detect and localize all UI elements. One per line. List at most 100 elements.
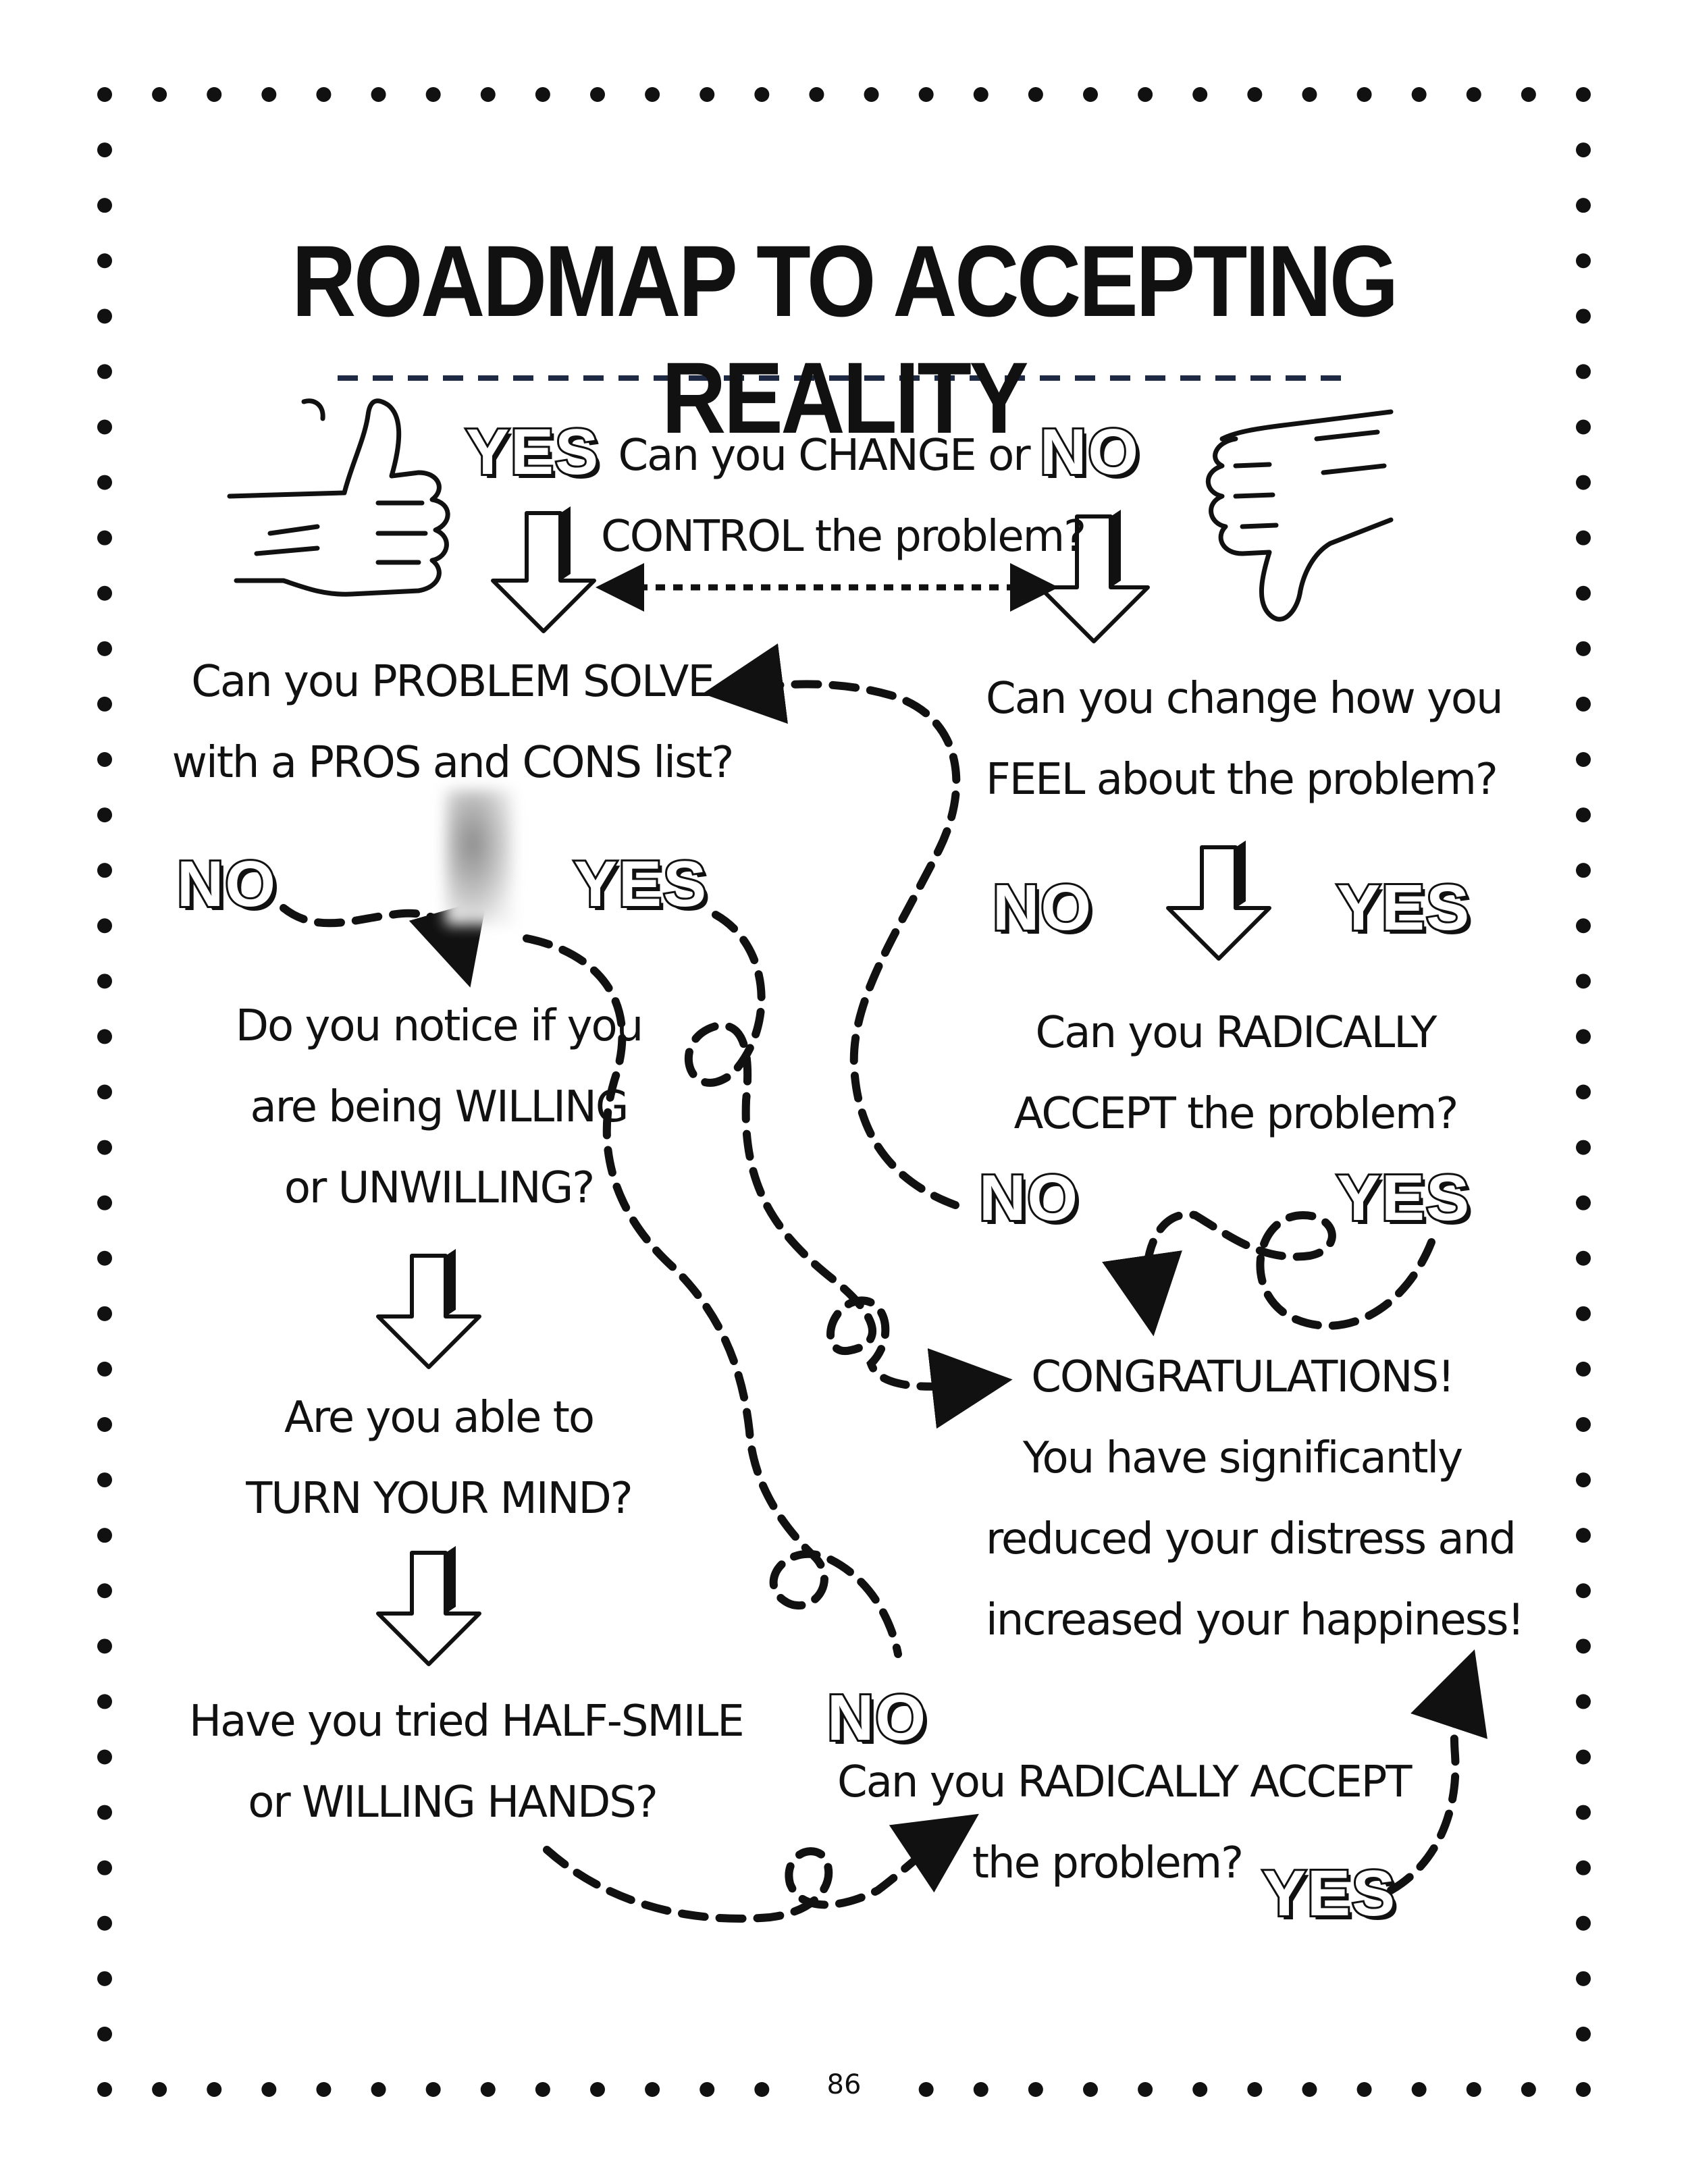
border-dot xyxy=(973,87,988,102)
label-no-radically-accept: NO xyxy=(977,1160,1080,1236)
dotted-border xyxy=(97,87,1591,2097)
border-dot xyxy=(1576,863,1591,878)
border-dot xyxy=(97,142,112,158)
border-dot xyxy=(1576,1084,1591,1100)
border-dot xyxy=(97,253,112,269)
border-dot xyxy=(1576,1472,1591,1488)
border-dot xyxy=(1028,2082,1043,2097)
redacted-smudge xyxy=(446,790,513,925)
border-dot xyxy=(1576,1195,1591,1210)
border-dot xyxy=(1466,2082,1481,2097)
border-dot xyxy=(97,1639,112,1654)
border-dot xyxy=(97,2026,112,2042)
border-dot xyxy=(1083,2082,1098,2097)
border-dot xyxy=(261,2082,277,2097)
border-dot xyxy=(645,87,660,102)
border-dot xyxy=(316,87,332,102)
border-dot xyxy=(1576,807,1591,823)
border-dot xyxy=(1356,2082,1372,2097)
border-dot xyxy=(480,87,496,102)
border-dot xyxy=(1521,87,1536,102)
border-dot xyxy=(97,1250,112,1266)
border-dot xyxy=(918,2082,934,2097)
border-dot xyxy=(754,87,770,102)
border-dot xyxy=(1576,1971,1591,1986)
border-dot xyxy=(1576,198,1591,213)
border-dot xyxy=(1576,419,1591,435)
label-yes-feel: YES xyxy=(1335,870,1471,946)
border-dot xyxy=(973,2082,988,2097)
down-arrow-yes xyxy=(491,511,596,633)
border-dot xyxy=(1576,1805,1591,1820)
border-dot xyxy=(1576,1029,1591,1044)
border-dot xyxy=(97,364,112,379)
border-dot xyxy=(535,2082,550,2097)
border-dot xyxy=(1576,1528,1591,1543)
question-willing: Do you notice if you are being WILLING o… xyxy=(235,1001,643,1213)
border-dot xyxy=(425,87,441,102)
border-dot xyxy=(1576,1306,1591,1321)
border-dot xyxy=(1576,1250,1591,1266)
border-dot xyxy=(97,530,112,545)
dashed-path-willing-wander xyxy=(523,934,902,1658)
border-dot xyxy=(1576,1140,1591,1155)
label-no-top: NO xyxy=(1038,414,1140,490)
border-dot xyxy=(97,1694,112,1709)
border-dot xyxy=(97,1306,112,1321)
border-dot xyxy=(1138,87,1153,102)
border-dot xyxy=(1576,1860,1591,1875)
border-dot xyxy=(1576,253,1591,269)
border-dot xyxy=(1083,87,1098,102)
border-dot xyxy=(97,1140,112,1155)
border-dot xyxy=(371,2082,386,2097)
border-dot xyxy=(97,1583,112,1599)
border-dot xyxy=(207,87,222,102)
label-no-feel: NO xyxy=(991,870,1093,946)
dashed-path-half-smile-to-radically-accept xyxy=(543,1813,979,1923)
dashed-path-yes-to-congratulations-2 xyxy=(1387,1649,1487,1894)
border-dot xyxy=(97,752,112,767)
label-yes-problem-solve: YES xyxy=(572,846,708,922)
label-no-bottom: NO xyxy=(825,1680,928,1756)
thumbs-up-icon xyxy=(227,398,450,597)
border-dot xyxy=(97,309,112,324)
border-dot xyxy=(1576,696,1591,712)
page-title: ROADMAP TO ACCEPTING REALITY xyxy=(292,224,1398,454)
border-dot xyxy=(1576,752,1591,767)
border-dot xyxy=(1302,2082,1317,2097)
border-dot xyxy=(97,1195,112,1210)
dashed-path-no-to-problem-solve xyxy=(702,643,961,1209)
border-dot xyxy=(645,2082,660,2097)
border-dot xyxy=(97,87,112,102)
border-dot xyxy=(1576,974,1591,989)
congratulations-message: CONGRATULATIONS! You have significantly … xyxy=(986,1352,1525,1645)
border-dot xyxy=(1576,2082,1591,2097)
border-dot xyxy=(97,475,112,490)
border-dot xyxy=(1576,641,1591,656)
border-dot xyxy=(97,1860,112,1875)
border-dot xyxy=(1192,2082,1208,2097)
border-dot xyxy=(207,2082,222,2097)
border-dot xyxy=(1356,87,1372,102)
thumbs-down-icon xyxy=(1205,409,1394,622)
down-arrow-feel xyxy=(1166,845,1271,961)
border-dot xyxy=(97,585,112,601)
label-no-problem-solve: NO xyxy=(175,846,278,922)
border-dot xyxy=(535,87,550,102)
border-dot xyxy=(1576,918,1591,934)
border-dot xyxy=(1576,87,1591,102)
border-dot xyxy=(97,918,112,934)
border-dot xyxy=(590,87,605,102)
border-dot xyxy=(1576,1361,1591,1377)
border-dot xyxy=(700,2082,715,2097)
border-dot xyxy=(1576,585,1591,601)
border-dot xyxy=(97,198,112,213)
dashed-path-yes-to-congratulations xyxy=(684,911,1013,1429)
border-dot xyxy=(97,1029,112,1044)
border-dot xyxy=(1576,1694,1591,1709)
border-dot xyxy=(918,87,934,102)
border-dot xyxy=(261,87,277,102)
border-dot xyxy=(1521,2082,1536,2097)
